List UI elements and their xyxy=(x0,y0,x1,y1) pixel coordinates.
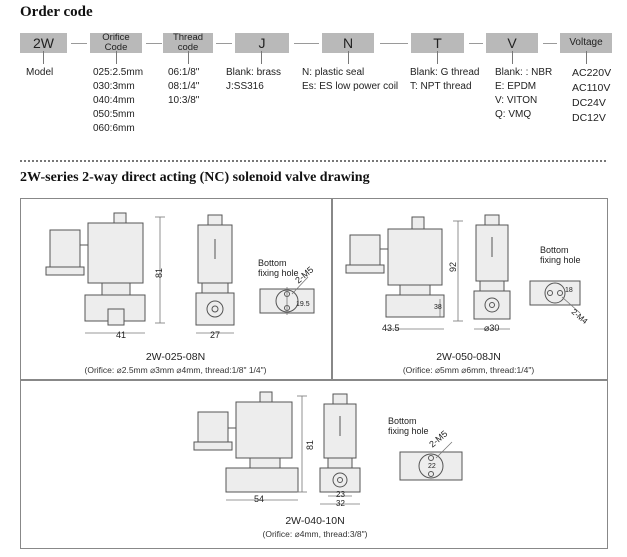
code-box-material: J xyxy=(235,33,289,53)
order-code-title: Order code xyxy=(20,4,93,20)
tick-line xyxy=(43,51,44,64)
thread-type-option: T: NPT thread xyxy=(410,81,472,92)
dim-width-c-040: 32 xyxy=(336,499,345,508)
spec-caption-040: (Orifice: ⌀4mm, thread:3/8") xyxy=(262,529,368,539)
drawing-panel-2 xyxy=(331,198,608,381)
voltage-options: AC220V AC110V DC24V DC12V xyxy=(572,66,611,126)
thread-option: 06:1/8" xyxy=(168,67,200,78)
tick-line xyxy=(188,51,189,64)
separator-dash xyxy=(543,43,557,44)
thread-options: 06:1/8" 08:1/4" 10:3/8" xyxy=(168,66,199,108)
valve-drawing-040 xyxy=(193,391,463,505)
dim-width-b-050: ⌀30 xyxy=(484,323,500,333)
voltage-option: DC12V xyxy=(572,112,606,124)
orifice-option: 030:3mm xyxy=(93,81,135,92)
bottom-label-line2: fixing hole xyxy=(258,268,299,278)
dim-height-040: 81 xyxy=(305,440,315,451)
elastomer-options: Blank: : NBR E: EPDM V: VITON Q: VMQ xyxy=(495,66,552,122)
elastomer-option: E: EPDM xyxy=(495,81,537,92)
material-option: J:SS316 xyxy=(226,81,264,92)
bottom-label-line2: fixing hole xyxy=(388,426,429,436)
tick-line xyxy=(348,51,349,64)
dim-width-a-050: 43.5 xyxy=(382,323,400,333)
bottom-label-line1: Bottom xyxy=(258,258,287,268)
dim-width-b-040: 23 xyxy=(336,490,345,499)
voltage-option: AC110V xyxy=(572,82,611,94)
bottom-label-025: Bottom fixing hole xyxy=(258,258,299,278)
code-box-thread-line1: Thread xyxy=(172,32,204,43)
seal-option: N: plastic seal xyxy=(302,67,365,78)
thread-type-options: Blank: G thread T: NPT thread xyxy=(410,66,479,94)
separator-dash xyxy=(294,43,319,44)
dim-width-a-025: 41 xyxy=(116,330,127,340)
thread-option: 08:1/4" xyxy=(168,81,200,92)
dim-width-a-040: 54 xyxy=(254,494,265,504)
drawing-panel-1 xyxy=(20,198,333,381)
code-box-thread-type: T xyxy=(411,33,464,53)
dim-height-050: 92 xyxy=(448,262,458,273)
drawing-title: 2W-series 2-way direct acting (NC) solen… xyxy=(20,170,370,185)
thread-type-option: Blank: G thread xyxy=(410,67,480,78)
tick-line xyxy=(512,51,513,64)
orifice-option: 060:6mm xyxy=(93,123,135,134)
drawing-panel-3 xyxy=(20,379,608,549)
tick-line xyxy=(437,51,438,64)
bottom-label-line2: fixing hole xyxy=(540,255,581,265)
model-caption-040: 2W-040-10N xyxy=(285,515,345,527)
bottom-label-line1: Bottom xyxy=(388,416,417,426)
dim-width-b-025: 27 xyxy=(210,330,221,340)
model-caption-050: 2W-050-08JN xyxy=(436,351,501,363)
separator-dash xyxy=(380,43,408,44)
material-option: Blank: brass xyxy=(226,67,282,78)
orifice-option: 025:2.5mm xyxy=(93,67,144,78)
dim-hole-050: 18 xyxy=(565,287,573,294)
code-box-thread-line2: code xyxy=(177,42,199,53)
valve-drawing-025 xyxy=(45,212,315,334)
voltage-option: DC24V xyxy=(572,97,606,109)
code-box-seal: N xyxy=(322,33,374,53)
orifice-option: 040:4mm xyxy=(93,95,135,106)
thread-option: 10:3/8" xyxy=(168,95,200,106)
dim-hole-025: 19.5 xyxy=(296,301,310,308)
voltage-option: AC220V xyxy=(572,67,612,79)
elastomer-option: Q: VMQ xyxy=(495,109,532,120)
code-box-elastomer: V xyxy=(486,33,538,53)
tick-line xyxy=(261,51,262,64)
code-box-model: 2W xyxy=(20,33,67,53)
bottom-label-line1: Bottom xyxy=(540,245,569,255)
separator-dash xyxy=(146,43,162,44)
orifice-options: 025:2.5mm 030:3mm 040:4mm 050:5mm 060:6m… xyxy=(93,66,143,136)
code-box-orifice: Orifice Code xyxy=(90,33,142,53)
separator-dash xyxy=(216,43,232,44)
tick-line xyxy=(116,51,117,64)
model-caption-025: 2W-025-08N xyxy=(145,351,206,363)
code-box-orifice-line1: Orifice xyxy=(102,32,130,43)
section-divider xyxy=(20,160,606,162)
code-box-orifice-line2: Code xyxy=(104,42,128,53)
model-label: Model xyxy=(26,67,54,78)
separator-dash xyxy=(71,43,87,44)
material-options: Blank: brass J:SS316 xyxy=(226,66,281,94)
bottom-label-050: Bottom fixing hole xyxy=(540,245,581,265)
dim-side-050: 38 xyxy=(434,304,442,311)
dim-height-025: 81 xyxy=(154,268,164,279)
code-box-voltage: Voltage xyxy=(560,33,612,53)
spec-caption-050: (Orifice: ⌀5mm ⌀6mm, thread:1/4") xyxy=(402,365,535,375)
tick-line xyxy=(586,51,587,64)
elastomer-option: V: VITON xyxy=(495,95,538,106)
valve-drawing-050 xyxy=(345,214,581,330)
dim-hole-040: 22 xyxy=(428,463,436,470)
code-box-thread: Thread code xyxy=(163,33,213,53)
bottom-label-040: Bottom fixing hole xyxy=(388,416,429,436)
seal-options: N: plastic seal Es: ES low power coil xyxy=(302,66,398,94)
orifice-option: 050:5mm xyxy=(93,109,135,120)
spec-caption-025: (Orifice: ⌀2.5mm ⌀3mm ⌀4mm, thread:1/8" … xyxy=(84,365,267,375)
seal-option: Es: ES low power coil xyxy=(302,81,399,92)
elastomer-option: Blank: : NBR xyxy=(495,67,553,78)
separator-dash xyxy=(469,43,483,44)
